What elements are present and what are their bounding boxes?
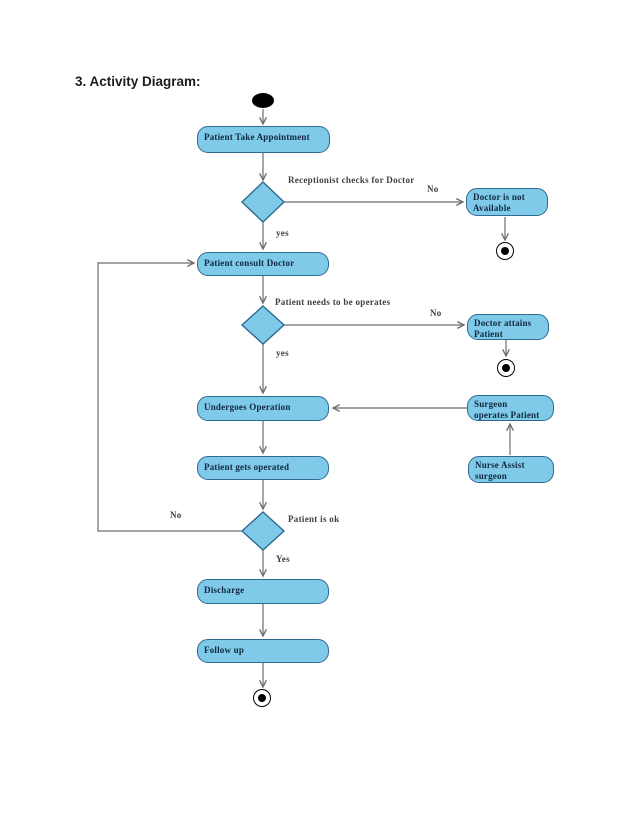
label-yes-3: Yes	[276, 554, 290, 564]
decision-patient-is-ok	[240, 511, 286, 551]
decision-receptionist-checks	[240, 181, 286, 223]
activity-surgeon-operates-patient: Surgeon operates Patient	[467, 395, 554, 421]
label-no-2: No	[430, 308, 442, 318]
final-node-dot	[257, 693, 267, 703]
final-node-dot	[500, 246, 510, 256]
page-title: 3. Activity Diagram:	[75, 74, 201, 89]
label-receptionist-checks-for-doctor: Receptionist checks for Doctor	[288, 175, 415, 185]
final-node-main	[253, 689, 271, 707]
label-yes-2: yes	[276, 348, 289, 358]
start-node	[252, 93, 274, 108]
activity-patient-take-appointment: Patient Take Appointment	[197, 126, 330, 153]
activity-nurse-assist-surgeon: Nurse Assist surgeon	[468, 456, 554, 483]
final-node-dot	[501, 363, 511, 373]
label-no-3: No	[170, 510, 182, 520]
label-patient-is-ok: Patient is ok	[288, 514, 340, 524]
activity-undergoes-operation: Undergoes Operation	[197, 396, 329, 421]
label-patient-needs-to-be-operates: Patient needs to be operates	[275, 297, 391, 307]
activity-patient-consult-doctor: Patient consult Doctor	[197, 252, 329, 276]
edge-decision3-no-loop-to-consult	[97, 263, 242, 532]
activity-doctor-attains-patient: Doctor attains Patient	[467, 314, 549, 340]
activity-follow-up: Follow up	[197, 639, 329, 663]
label-no-1: No	[427, 184, 439, 194]
final-node-doctor-attains	[497, 359, 515, 377]
activity-discharge: Discharge	[197, 579, 329, 604]
activity-doctor-not-available: Doctor is not Available	[466, 188, 548, 216]
activity-patient-gets-operated: Patient gets operated	[197, 456, 329, 480]
final-node-doctor-not-available	[496, 242, 514, 260]
label-yes-1: yes	[276, 228, 289, 238]
decision-needs-operation	[240, 305, 286, 345]
